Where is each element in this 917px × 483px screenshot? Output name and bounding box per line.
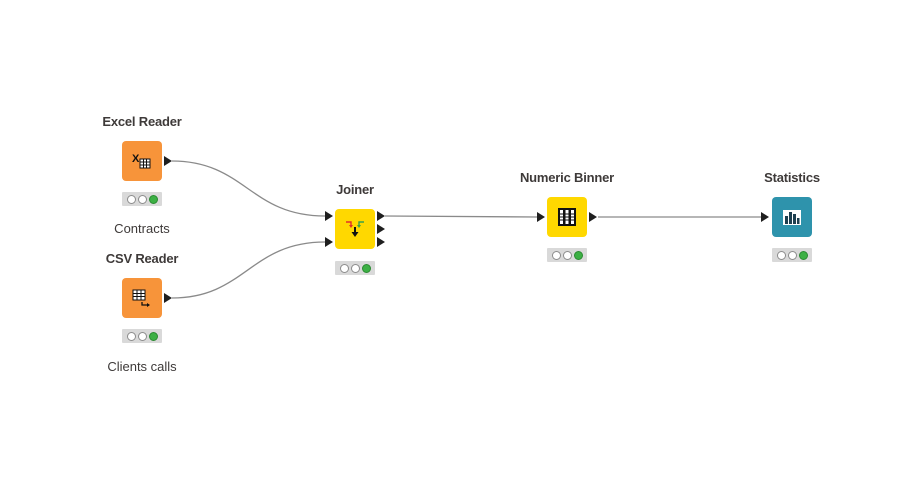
statistics-node[interactable]: [772, 197, 812, 237]
csv-table-arrow-icon: [132, 289, 150, 307]
numeric-binner-input-port[interactable]: [537, 212, 545, 222]
excel-reader-output-port[interactable]: [164, 156, 172, 166]
csv-reader-label[interactable]: Clients calls: [107, 359, 177, 374]
numeric-binner-node[interactable]: [547, 197, 587, 237]
status-light-green: [798, 250, 808, 260]
joiner-input-port-left[interactable]: [325, 211, 333, 221]
excel-reader-title: Excel Reader: [102, 114, 182, 129]
csv-reader-title: CSV Reader: [105, 251, 179, 266]
csv-reader-output-port[interactable]: [164, 293, 172, 303]
status-light-green: [361, 263, 371, 273]
status-light-red: [339, 263, 349, 273]
status-light-red: [551, 250, 561, 260]
statistics-title: Statistics: [764, 170, 820, 185]
status-light-red: [126, 194, 136, 204]
svg-text:X: X: [132, 153, 140, 165]
joiner-status: [335, 261, 375, 275]
statistics-status: [772, 248, 812, 262]
csv-reader-node[interactable]: [122, 278, 162, 318]
joiner-node[interactable]: [335, 209, 375, 249]
status-light-green: [573, 250, 583, 260]
status-light-yellow: [137, 331, 147, 341]
connection-joiner-to-binner[interactable]: [384, 215, 538, 218]
numeric-binner-output-port[interactable]: [589, 212, 597, 222]
joiner-output-port-2[interactable]: [377, 224, 385, 234]
numeric-binner-status: [547, 248, 587, 262]
joiner-output-port-3[interactable]: [377, 237, 385, 247]
excel-reader-node[interactable]: X: [122, 141, 162, 181]
status-light-yellow: [350, 263, 360, 273]
status-light-green: [148, 194, 158, 204]
status-light-yellow: [787, 250, 797, 260]
joiner-output-port-1[interactable]: [377, 211, 385, 221]
join-arrows-icon: [346, 221, 364, 237]
bar-chart-icon: [783, 210, 801, 225]
statistics-input-port[interactable]: [761, 212, 769, 222]
status-light-yellow: [562, 250, 572, 260]
bins-grid-icon: [558, 208, 576, 226]
numeric-binner-title: Numeric Binner: [519, 170, 615, 185]
excel-table-icon: X: [132, 153, 151, 169]
excel-reader-status: [122, 192, 162, 206]
connection-excel-to-joiner[interactable]: [171, 160, 326, 217]
status-light-yellow: [137, 194, 147, 204]
joiner-input-port-right[interactable]: [325, 237, 333, 247]
connection-csv-to-joiner[interactable]: [171, 241, 326, 299]
status-light-red: [126, 331, 136, 341]
joiner-title: Joiner: [336, 182, 374, 197]
csv-reader-status: [122, 329, 162, 343]
status-light-green: [148, 331, 158, 341]
status-light-red: [776, 250, 786, 260]
excel-reader-label[interactable]: Contracts: [114, 221, 170, 236]
